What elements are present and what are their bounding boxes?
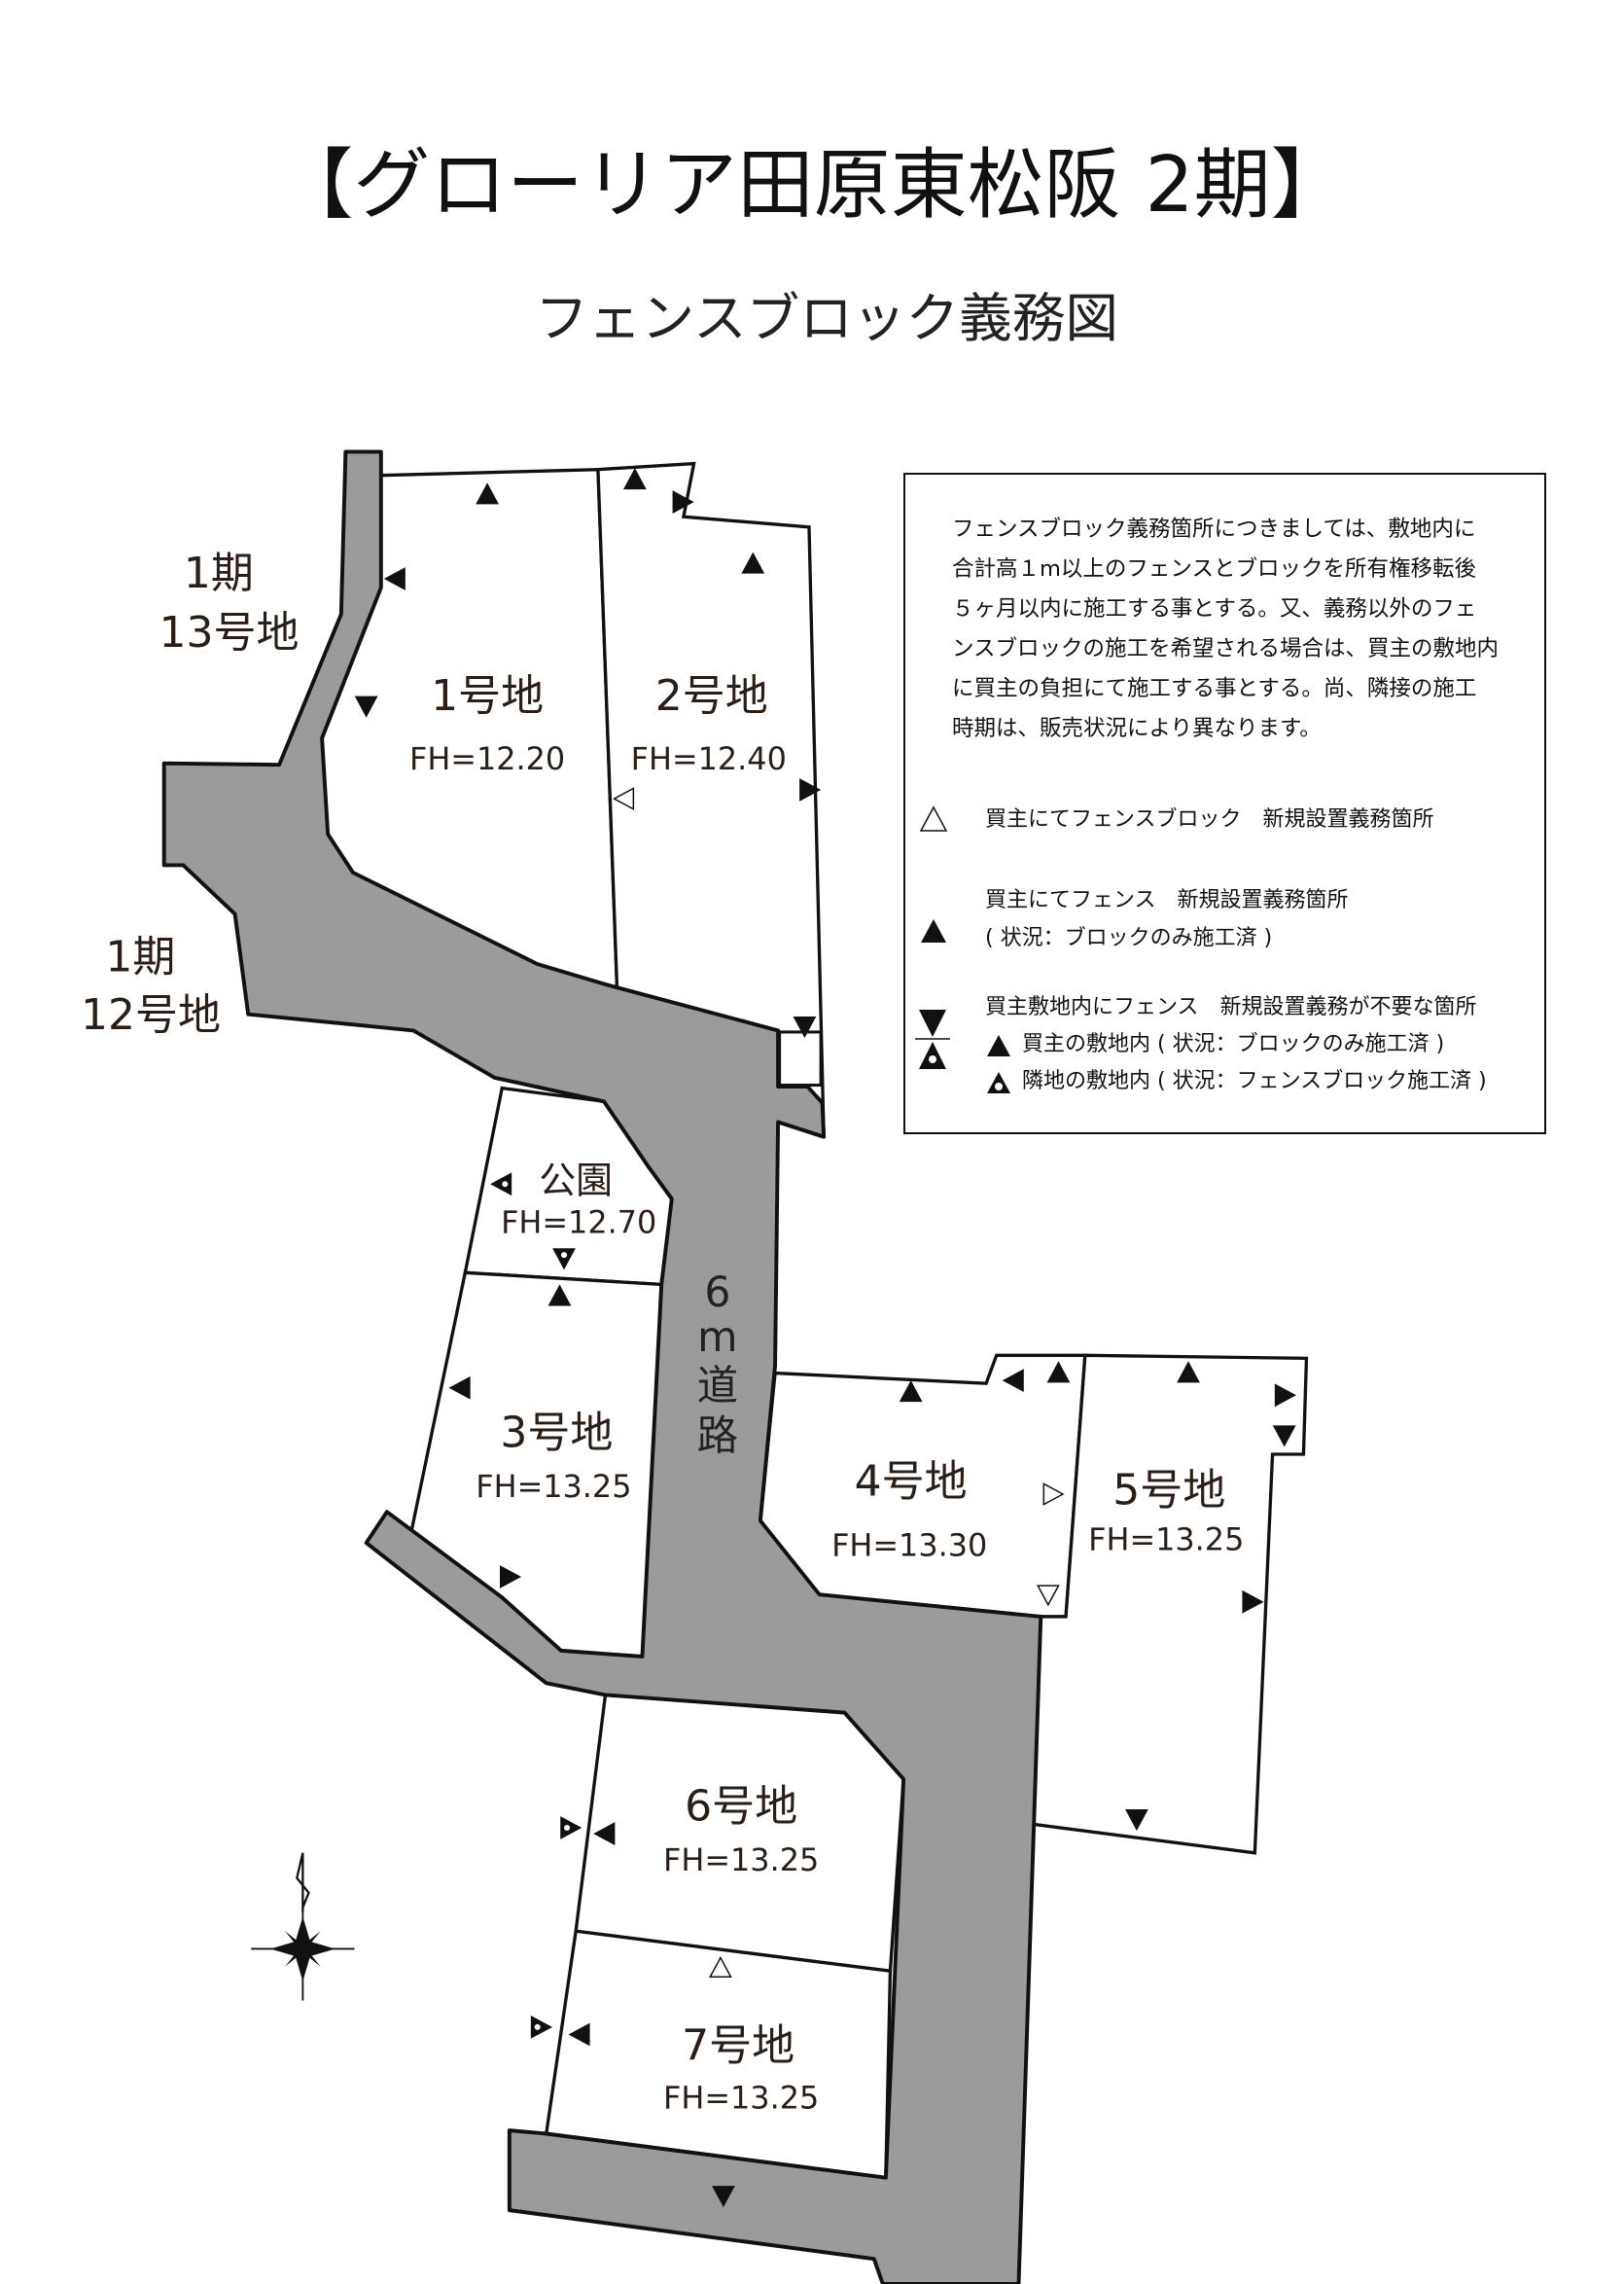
road-label-char: 路 xyxy=(697,1412,738,1460)
road-label-char: 6 xyxy=(704,1269,730,1317)
neighbor-label: 12号地 xyxy=(81,990,221,1040)
legend-own: 買主の敷地内 ( 状況：ブロックのみ施工済 ) xyxy=(1022,1032,1445,1056)
filled-triangle-marker xyxy=(547,1284,572,1306)
lot-name: 5号地 xyxy=(1112,1466,1225,1516)
lot-fh: FH=13.25 xyxy=(663,1841,819,1878)
neighbor-triangle-marker xyxy=(560,1816,583,1839)
filled-triangle-marker xyxy=(1046,1361,1071,1383)
road-label-char: m xyxy=(697,1314,737,1362)
own-triangle-icon xyxy=(987,1035,1010,1056)
road-label-char: 道 xyxy=(697,1363,738,1410)
filled-triangle-marker xyxy=(622,468,647,490)
lot-name: 7号地 xyxy=(682,2020,794,2070)
neighbor-label: 1期 xyxy=(184,549,254,598)
lot-fh: FH=12.40 xyxy=(631,740,787,777)
lot-2-corner xyxy=(778,1030,823,1088)
lot-6 xyxy=(574,1693,905,1974)
filled-triangle-marker xyxy=(793,1016,817,1039)
lot-5 xyxy=(1024,1353,1309,1855)
lot-fh: FH=13.25 xyxy=(663,2079,819,2116)
hollow-triangle-marker xyxy=(613,787,635,811)
lot-fh: FH=12.70 xyxy=(501,1203,656,1240)
legend-notneeded: 買主敷地内にフェンス 新規設置義務が不要な箇所 xyxy=(985,995,1477,1019)
neighbor-triangle-marker xyxy=(552,1248,576,1270)
filled-triangle-marker xyxy=(476,482,499,505)
legend-filled-2: ( 状況：ブロックのみ施工済 ) xyxy=(985,926,1273,950)
road-label: 6 m 道 路 xyxy=(697,1269,738,1460)
filled-triangle-marker xyxy=(1125,1809,1148,1832)
filled-triangle-marker xyxy=(593,1822,616,1845)
hollow-triangle-icon xyxy=(919,805,948,832)
filled-triangle-marker xyxy=(383,567,406,590)
legend-box: フェンスブロック義務箇所につきましては、敷地内に 合計高１m以上のフェンスとブロ… xyxy=(903,473,1546,1134)
filled-triangle-marker xyxy=(568,2022,590,2047)
neighbor-triangle-icon xyxy=(987,1072,1010,1093)
filled-triangle-marker xyxy=(1002,1369,1024,1393)
legend-filled-1: 買主にてフェンス 新規設置義務箇所 xyxy=(985,888,1349,912)
filled-triangle-marker xyxy=(1177,1361,1200,1383)
filled-triangle-marker xyxy=(354,696,378,718)
lot-name: 3号地 xyxy=(500,1408,613,1457)
neighbor-triangle-marker xyxy=(530,2016,552,2039)
lot-fh: FH=12.20 xyxy=(409,740,565,777)
legend-neighbor: 隣地の敷地内 ( 状況：フェンスブロック施工済 ) xyxy=(1022,1069,1487,1093)
neighbor-label: 1期 xyxy=(105,933,175,982)
filled-triangle-icon xyxy=(921,919,946,943)
page-subtitle: フェンスブロック義務図 xyxy=(535,287,1118,349)
filled-triangle-marker xyxy=(1274,1383,1296,1408)
neighbor-triangle-marker xyxy=(490,1172,512,1196)
not-needed-triangle-icon xyxy=(915,1010,950,1069)
legend-paragraph: フェンスブロック義務箇所につきましては、敷地内に 合計高１m以上のフェンスとブロ… xyxy=(952,517,1500,741)
lot-fh: FH=13.30 xyxy=(831,1527,987,1564)
filled-triangle-marker xyxy=(672,490,694,514)
lot-name: 1号地 xyxy=(431,671,544,721)
filled-triangle-marker xyxy=(712,2186,735,2208)
filled-triangle-marker xyxy=(1272,1425,1296,1447)
lot-name: 4号地 xyxy=(855,1457,968,1507)
lot-name: 2号地 xyxy=(655,671,768,721)
filled-triangle-marker xyxy=(448,1375,471,1400)
hollow-triangle-marker xyxy=(1042,1482,1065,1506)
road-6m xyxy=(161,449,1043,2284)
hollow-triangle-marker xyxy=(1036,1585,1060,1607)
neighbor-label: 13号地 xyxy=(159,608,299,658)
page-title: 【グローリア田原東松阪 2期】 xyxy=(276,140,1347,230)
fence-markers xyxy=(354,468,1296,2208)
filled-triangle-marker xyxy=(1242,1589,1264,1614)
hollow-triangle-marker xyxy=(709,1955,732,1979)
north-compass-icon xyxy=(251,1852,355,2001)
filled-triangle-marker xyxy=(799,778,822,802)
lot-fh: FH=13.25 xyxy=(1088,1521,1244,1558)
filled-triangle-marker xyxy=(741,552,765,574)
legend-hollow: 買主にてフェンスブロック 新規設置義務箇所 xyxy=(985,807,1434,832)
lot-name: 6号地 xyxy=(685,1781,797,1831)
filled-triangle-marker xyxy=(499,1565,522,1588)
lot-fh: FH=13.25 xyxy=(476,1468,631,1505)
lot-name: 公園 xyxy=(539,1159,613,1201)
filled-triangle-marker xyxy=(899,1380,923,1403)
